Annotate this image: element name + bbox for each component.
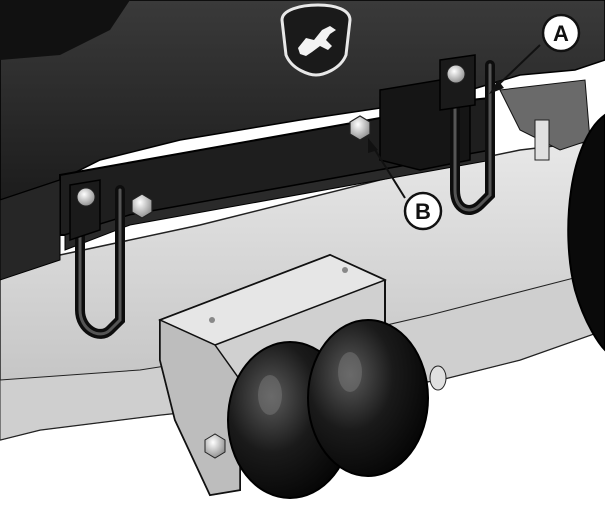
deck-right-parts (499, 79, 591, 151)
callout-b: B (368, 138, 443, 231)
left-hanger (69, 179, 125, 339)
left-bar-bolt (131, 193, 153, 219)
callout-a-label: A (553, 21, 569, 46)
callout-a: A (489, 13, 581, 94)
roller-bracket (158, 253, 387, 497)
roller-axle-end (429, 365, 447, 391)
right-tire (567, 113, 605, 352)
deer-logo-icon (280, 3, 352, 77)
center-bolt (349, 115, 371, 141)
right-hanger (439, 54, 495, 215)
callout-b-label: B (415, 199, 431, 224)
deck-right-post (534, 119, 550, 161)
front-roller-right (307, 319, 429, 477)
deck-left-edge (0, 179, 61, 281)
deck-chute (0, 0, 130, 60)
